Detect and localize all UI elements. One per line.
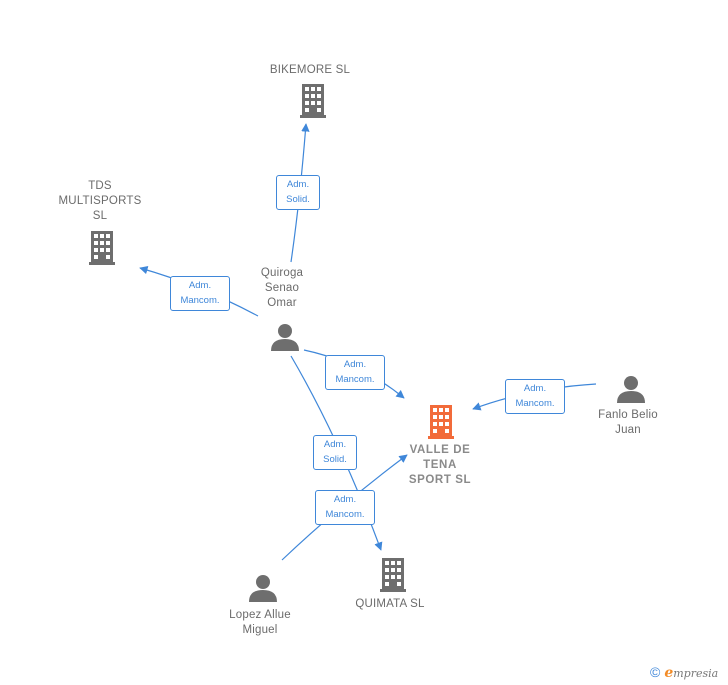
node-label-bikemore: BIKEMORE SL bbox=[269, 64, 351, 76]
node-label-lopez: Lopez Allue Miguel bbox=[229, 609, 291, 636]
edge-label-line2: Solid. bbox=[323, 454, 347, 465]
edge-label-line2: Mancom. bbox=[325, 509, 365, 520]
node-label-quimata: QUIMATA SL bbox=[355, 598, 425, 610]
edge-label-line2: Solid. bbox=[286, 194, 310, 205]
node-label-tds: TDS MULTISPORTS SL bbox=[58, 180, 142, 222]
edge-label-line1: Adm. bbox=[323, 439, 347, 450]
node-label-fanlo: Fanlo Belio Juan bbox=[598, 409, 658, 436]
building-icon[interactable] bbox=[86, 231, 118, 265]
edge-label-line1: Adm. bbox=[286, 179, 310, 190]
empresia-logo[interactable]: ©empresia bbox=[650, 664, 718, 681]
building-icon[interactable] bbox=[425, 405, 457, 439]
edge-label-line2: Mancom. bbox=[515, 398, 555, 409]
edge-label-line1: Adm. bbox=[523, 383, 547, 394]
person-icon[interactable] bbox=[248, 574, 278, 602]
edge-label-lopez-valle[interactable]: Adm. Mancom. bbox=[315, 490, 375, 525]
edge-label-quiroga-quimata[interactable]: Adm. Solid. bbox=[313, 435, 357, 470]
edge-label-line2: Mancom. bbox=[335, 374, 375, 385]
person-icon[interactable] bbox=[270, 323, 300, 351]
brand-initial: e bbox=[664, 665, 674, 681]
copyright-icon: © bbox=[650, 664, 661, 680]
building-icon[interactable] bbox=[297, 84, 329, 118]
edge-label-fanlo-valle[interactable]: Adm. Mancom. bbox=[505, 379, 565, 414]
edge-label-line1: Adm. bbox=[333, 494, 357, 505]
person-icon[interactable] bbox=[616, 375, 646, 403]
node-label-valle: VALLE DE TENA SPORT SL bbox=[408, 444, 472, 486]
edge-label-line1: Adm. bbox=[188, 280, 212, 291]
building-icon[interactable] bbox=[377, 558, 409, 592]
node-label-quiroga: Quiroga Senao Omar bbox=[260, 267, 304, 309]
edge-label-line1: Adm. bbox=[343, 359, 367, 370]
brand-name: mpresia bbox=[673, 667, 719, 680]
edge-label-quiroga-bikemore[interactable]: Adm. Solid. bbox=[276, 175, 320, 210]
edge-label-quiroga-valle[interactable]: Adm. Mancom. bbox=[325, 355, 385, 390]
edge-label-quiroga-tds[interactable]: Adm. Mancom. bbox=[170, 276, 230, 311]
edge-label-line2: Mancom. bbox=[180, 295, 220, 306]
